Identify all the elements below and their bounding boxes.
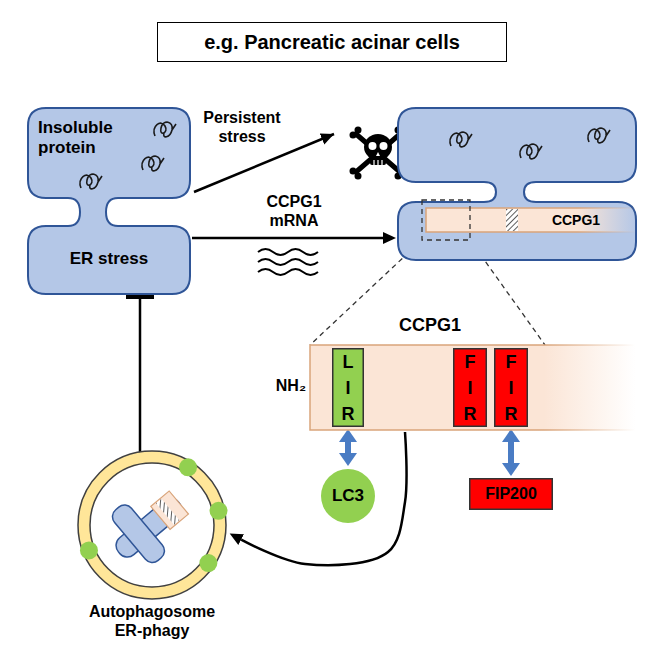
node-text: NH₂ bbox=[260, 376, 306, 395]
connector bbox=[345, 442, 351, 453]
node-text: LIR bbox=[341, 348, 355, 426]
shape-outline bbox=[398, 108, 636, 260]
connector bbox=[241, 432, 406, 565]
arrow-label: Persistent stress bbox=[196, 108, 288, 146]
er-fragment bbox=[97, 476, 199, 577]
autophagosome-circle: Autophagosome ER-phagy bbox=[77, 450, 227, 600]
edge-label: CCPG1 mRNA bbox=[261, 192, 327, 230]
lc3-dot bbox=[199, 554, 217, 572]
lc3-dot bbox=[179, 458, 197, 476]
node-text: ER stress bbox=[28, 249, 190, 269]
inner-membrane bbox=[90, 463, 214, 587]
connector bbox=[508, 442, 514, 463]
er-membrane: CCPG1 bbox=[398, 108, 636, 260]
box-outline bbox=[495, 349, 528, 427]
connector bbox=[139, 297, 142, 454]
motif-box: FIR bbox=[453, 348, 487, 427]
node-text: CCPG1 bbox=[536, 212, 616, 229]
shape-outline bbox=[77, 450, 227, 600]
er-outline bbox=[28, 108, 190, 294]
protein-bar: CCPG1NH₂LIRFIRFIR bbox=[310, 345, 635, 430]
hatched-segment bbox=[506, 209, 518, 231]
protein-aggregate-icon bbox=[588, 128, 610, 143]
node-text: FIP200 bbox=[485, 484, 537, 503]
er-outline bbox=[398, 108, 636, 260]
motif-box: LIR bbox=[332, 348, 364, 427]
zoom-box bbox=[422, 200, 470, 240]
lc3-dot bbox=[210, 502, 228, 520]
node-text: Autophagosome ER-phagy bbox=[77, 602, 227, 640]
protein-aggregate-icon bbox=[450, 132, 472, 147]
node-text: FIR bbox=[504, 348, 518, 426]
protein-aggregate-icon bbox=[142, 156, 164, 171]
protein-aggregate-icon bbox=[80, 174, 102, 189]
node-text: FIR bbox=[463, 348, 477, 426]
protein-aggregate-icon bbox=[154, 122, 176, 137]
protein-box: FIP200 bbox=[469, 478, 553, 510]
protein-aggregate-icon bbox=[520, 144, 542, 159]
mrna-waves bbox=[258, 249, 318, 275]
er-membrane: Insoluble protein ER stress bbox=[28, 108, 190, 294]
lc3-dot bbox=[80, 541, 98, 559]
motif-box: FIR bbox=[494, 348, 528, 427]
title-box: e.g. Pancreatic acinar cells bbox=[157, 22, 507, 62]
outer-membrane bbox=[78, 451, 226, 599]
ccpg1-bar bbox=[310, 345, 635, 430]
box-outline bbox=[470, 479, 553, 510]
node-text: CCPG1 bbox=[380, 315, 480, 337]
node-text: LC3 bbox=[332, 486, 364, 506]
connector bbox=[192, 237, 383, 240]
box-outline bbox=[333, 349, 364, 427]
circle-outline bbox=[321, 469, 375, 523]
node-text: Insoluble protein bbox=[38, 118, 142, 159]
protein-circle: LC3 bbox=[320, 468, 376, 524]
ccpg1-bar bbox=[426, 208, 636, 232]
box-outline bbox=[454, 349, 487, 427]
